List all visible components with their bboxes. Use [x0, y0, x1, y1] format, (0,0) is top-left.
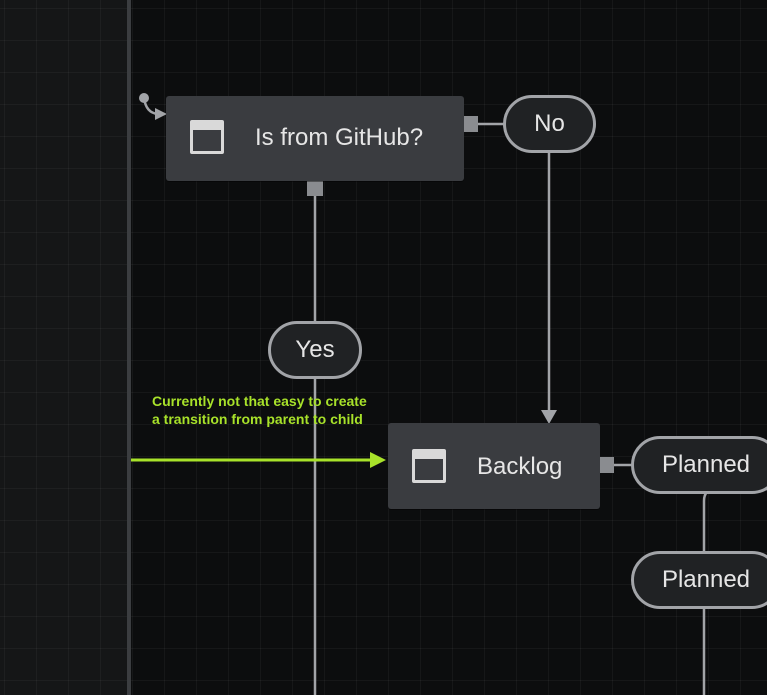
state-node-label: Backlog	[477, 453, 563, 480]
transition-planned-child[interactable]: Planned	[631, 551, 767, 609]
state-node-backlog[interactable]: Backlog	[388, 423, 600, 509]
state-node-is-from-github[interactable]: Is from GitHub?	[166, 96, 464, 181]
planned-transition-wire	[702, 487, 767, 552]
state-node-label: Is from GitHub?	[255, 124, 424, 151]
annotation-note: Currently not that easy to create a tran…	[152, 393, 367, 427]
window-icon	[412, 449, 446, 483]
parent-state-panel	[0, 0, 127, 695]
transition-planned[interactable]: Planned	[631, 436, 767, 494]
yes-port	[307, 180, 323, 196]
planned-port	[598, 457, 614, 473]
no-port	[462, 116, 478, 132]
annotation-arrowhead	[370, 452, 386, 468]
transition-yes[interactable]: Yes	[268, 321, 362, 379]
transition-no[interactable]: No	[503, 95, 596, 153]
initial-transition-arrowhead	[155, 108, 167, 120]
no-transition-arrowhead	[541, 410, 557, 424]
parent-state-border	[127, 0, 131, 695]
window-icon	[190, 120, 224, 154]
